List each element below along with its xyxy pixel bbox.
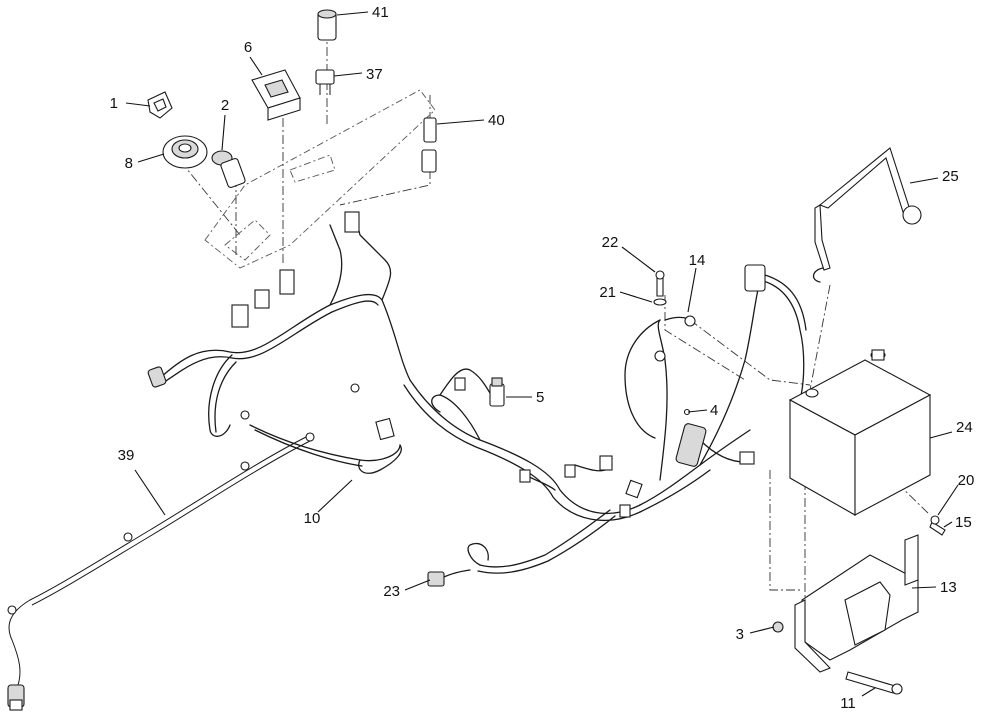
callout-39: 39: [118, 447, 135, 464]
part-6-hour-meter: [251, 69, 301, 121]
callout-25: 25: [942, 168, 959, 185]
part-23-connector: [427, 571, 445, 587]
callout-8: 8: [125, 155, 133, 172]
part-2-push-switch: [211, 150, 246, 188]
callout-1: 1: [110, 95, 118, 112]
callout-14: 14: [689, 252, 706, 269]
leader-lines: [125, 11, 959, 697]
callout-10: 10: [304, 510, 321, 527]
callout-labels: 1 2 3 4 5 6 8 10 11 13 14 15 20 21 22 23…: [110, 4, 975, 712]
callout-20: 20: [958, 472, 975, 489]
control-panel-plate: [204, 89, 436, 269]
callout-6: 6: [244, 39, 252, 56]
wire-harness: [159, 214, 807, 581]
part-40-connector: [421, 117, 437, 173]
harness-connectors: [147, 211, 766, 518]
callout-15: 15: [955, 514, 972, 531]
callout-13: 13: [940, 579, 957, 596]
callout-21: 21: [599, 284, 616, 301]
part-41-socket: [317, 9, 337, 41]
part-37-connector: [315, 69, 335, 95]
assembly-guide-lines: [169, 30, 931, 600]
callout-4: 4: [710, 402, 718, 419]
callout-5: 5: [536, 389, 544, 406]
part-25-support-rod: [812, 147, 922, 283]
callout-11: 11: [840, 695, 856, 712]
part-8-ignition-switch: [162, 135, 208, 169]
part-5-connector: [489, 377, 505, 407]
callout-40: 40: [488, 112, 505, 129]
part-1-key: [147, 91, 173, 119]
part-24-battery: [788, 349, 932, 516]
long-wire-39: [7, 432, 315, 711]
callout-24: 24: [956, 419, 973, 436]
callout-3: 3: [736, 626, 744, 643]
callout-22: 22: [602, 234, 619, 251]
callout-41: 41: [372, 4, 389, 21]
part-13-battery-bracket: [794, 534, 919, 673]
hardware: [653, 270, 946, 695]
callout-2: 2: [221, 97, 229, 114]
callout-23: 23: [383, 583, 400, 600]
callout-37: 37: [366, 66, 383, 83]
